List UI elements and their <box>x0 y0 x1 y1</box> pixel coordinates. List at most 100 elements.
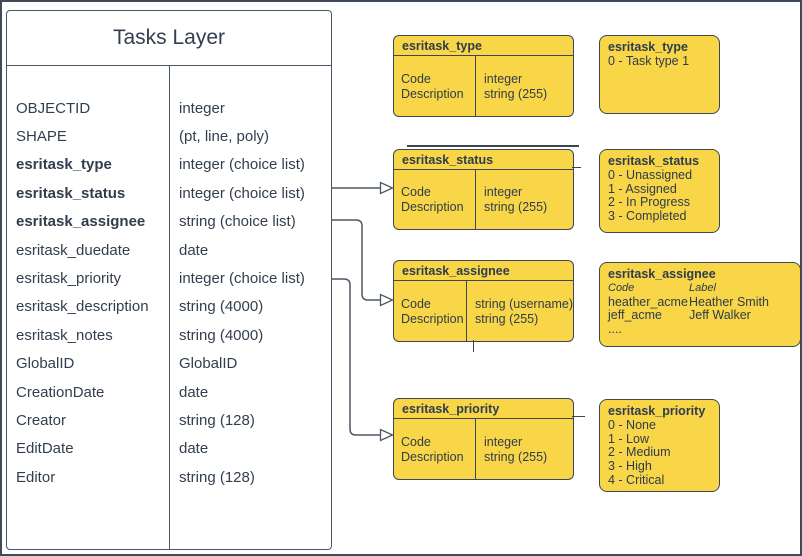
domain-box-esritask-type: esritask_type 0 - Task type 1 <box>599 35 720 114</box>
field-name: esritask_duedate <box>16 241 131 259</box>
field-type: date <box>179 383 209 401</box>
cell-code-label: Code <box>401 434 431 449</box>
field-type: string (4000) <box>179 326 264 344</box>
field-name: Editor <box>16 468 56 486</box>
domain-value: 1 - Assigned <box>608 181 677 196</box>
cell-description-type: string (255) <box>475 311 539 326</box>
cell-code-label: Code <box>401 71 431 86</box>
field-row: esritask_assignee string (choice list) <box>7 208 331 236</box>
field-type: date <box>179 241 209 259</box>
stray-line <box>407 145 579 147</box>
field-type: string (4000) <box>179 298 264 316</box>
cell-description-label: Description <box>401 200 464 214</box>
field-table-esritask-priority: esritask_priority Code Description integ… <box>393 398 574 480</box>
field-type: (pt, line, poly) <box>179 128 270 146</box>
cell-code-label: Code <box>401 296 431 311</box>
field-type: integer (choice list) <box>179 270 305 288</box>
domain-title: esritask_assignee <box>608 267 716 281</box>
field-name: EditDate <box>16 440 74 458</box>
field-type: GlobalID <box>179 355 238 373</box>
domain-box-esritask-assignee: esritask_assignee Code Label heather_acm… <box>599 262 800 347</box>
domain-title: esritask_status <box>608 154 700 168</box>
domain-value: 3 - Completed <box>608 209 687 224</box>
domain-value: 0 - Unassigned <box>608 167 693 182</box>
field-table-title: esritask_type <box>394 36 573 56</box>
field-table-esritask-status: esritask_status Code Description integer… <box>393 149 574 230</box>
field-name: esritask_priority <box>16 270 122 288</box>
tasks-layer-field-list: OBJECTID integer SHAPE (pt, line, poly) es… <box>7 66 331 491</box>
field-name: CreationDate <box>16 383 105 401</box>
field-row: EditDate date <box>7 435 331 463</box>
code-column-header: Code <box>608 281 635 294</box>
domain-value: 3 - High <box>608 459 652 474</box>
domain-box-esritask-status: esritask_status 0 - Unassigned 1 - Assig… <box>599 149 720 233</box>
cell-code-type: integer <box>484 434 523 449</box>
domain-value: 0 - None <box>608 417 656 432</box>
label-column-header: Label <box>689 281 716 294</box>
cell-description-type: string (255) <box>484 86 548 101</box>
field-name: OBJECTID <box>16 99 91 117</box>
tasks-layer-entity: Tasks Layer OBJECTID integer SHAPE (pt, li… <box>6 10 332 550</box>
field-type: string (choice list) <box>179 213 296 231</box>
field-row: esritask_description string (4000) <box>7 293 331 321</box>
field-row: CreationDate date <box>7 378 331 406</box>
field-row: esritask_status integer (choice list) <box>7 179 331 207</box>
column-divider <box>169 66 171 549</box>
field-type: date <box>179 440 209 458</box>
field-type: integer (choice list) <box>179 184 305 202</box>
field-row: esritask_duedate date <box>7 236 331 264</box>
field-table-body: Code Description integer string (255) <box>394 56 573 116</box>
field-table-title: esritask_assignee <box>394 261 573 281</box>
field-name: esritask_description <box>16 298 149 316</box>
field-table-title: esritask_status <box>394 150 573 170</box>
field-row: esritask_notes string (4000) <box>7 321 331 349</box>
field-type: integer (choice list) <box>179 156 305 174</box>
domain-title: esritask_priority <box>608 404 706 418</box>
assignee-label: Jeff Walker <box>689 308 751 323</box>
connector-esritask-priority <box>332 278 380 436</box>
field-name: esritask_assignee <box>16 213 146 231</box>
field-name: GlobalID <box>16 355 75 373</box>
cell-description-label: Description <box>401 311 464 326</box>
cell-code-label: Code <box>401 185 431 199</box>
cell-code-type: string (username) <box>475 296 573 311</box>
stray-line <box>473 340 475 352</box>
cell-description-type: string (255) <box>484 449 548 464</box>
field-row: Editor string (128) <box>7 463 331 491</box>
tasks-layer-title: Tasks Layer <box>7 11 331 66</box>
field-table-title: esritask_priority <box>394 399 573 419</box>
field-table-esritask-assignee: esritask_assignee Code Description strin… <box>393 260 574 342</box>
domain-box-esritask-priority: esritask_priority 0 - None 1 - Low 2 - M… <box>599 399 720 492</box>
cell-code-type: integer <box>484 185 523 199</box>
more-values-ellipsis: .... <box>608 322 622 337</box>
field-name: esritask_status <box>16 184 126 202</box>
cell-description-label: Description <box>401 86 464 101</box>
field-table-body: Code Description integer string (255) <box>394 419 573 479</box>
cell-code-type: integer <box>484 71 523 86</box>
field-name: SHAPE <box>16 128 67 146</box>
assignee-code: jeff_acme <box>608 308 662 323</box>
connector-esritask-assignee <box>332 219 380 301</box>
field-name: esritask_type <box>16 156 112 174</box>
field-name: esritask_notes <box>16 326 113 344</box>
field-row: esritask_type integer (choice list) <box>7 151 331 179</box>
field-row: OBJECTID integer <box>7 94 331 122</box>
domain-value: 0 - Task type 1 <box>608 53 690 68</box>
field-type: integer <box>179 99 225 117</box>
arrow-head-icon <box>379 428 395 442</box>
domain-value: 4 - Critical <box>608 472 665 487</box>
field-type: string (128) <box>179 468 255 486</box>
assignee-columns: Code Label heather_acme Heather Smith je… <box>608 282 792 323</box>
cell-description-label: Description <box>401 449 464 464</box>
arrow-head-icon <box>379 181 395 195</box>
field-type: string (128) <box>179 411 255 429</box>
stray-line <box>572 167 581 169</box>
field-row: GlobalID GlobalID <box>7 350 331 378</box>
field-table-body: Code Description integer string (255) <box>394 170 573 229</box>
domain-value: 2 - Medium <box>608 445 671 460</box>
field-row: SHAPE (pt, line, poly) <box>7 122 331 150</box>
domain-value: 2 - In Progress <box>608 195 690 210</box>
field-table-body: Code Description string (username) strin… <box>394 281 573 341</box>
